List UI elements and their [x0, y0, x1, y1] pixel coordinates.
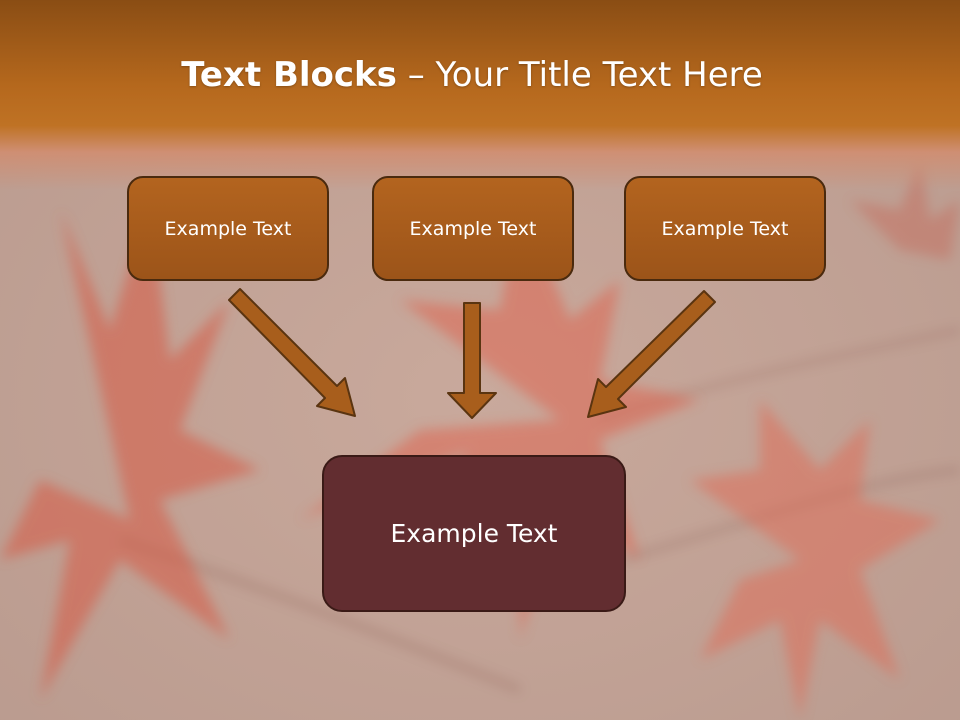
title-bold-part: Text Blocks: [181, 55, 397, 95]
text-block-2[interactable]: Example Text: [372, 176, 574, 281]
text-block-3-label: Example Text: [661, 217, 789, 240]
text-block-result[interactable]: Example Text: [322, 455, 626, 612]
slide-title: Text Blocks – Your Title Text Here: [0, 52, 944, 98]
text-block-3[interactable]: Example Text: [624, 176, 826, 281]
arrow-left-diagonal: [228, 288, 356, 417]
text-block-1-label: Example Text: [164, 217, 292, 240]
arrow-right-diagonal: [587, 290, 716, 418]
text-block-2-label: Example Text: [409, 217, 537, 240]
text-block-1[interactable]: Example Text: [127, 176, 329, 281]
title-rest-part: Your Title Text Here: [435, 55, 763, 95]
arrow-center-down: [447, 302, 497, 419]
text-block-result-label: Example Text: [390, 519, 558, 548]
title-dash: –: [396, 55, 436, 95]
title-band: [0, 0, 960, 190]
